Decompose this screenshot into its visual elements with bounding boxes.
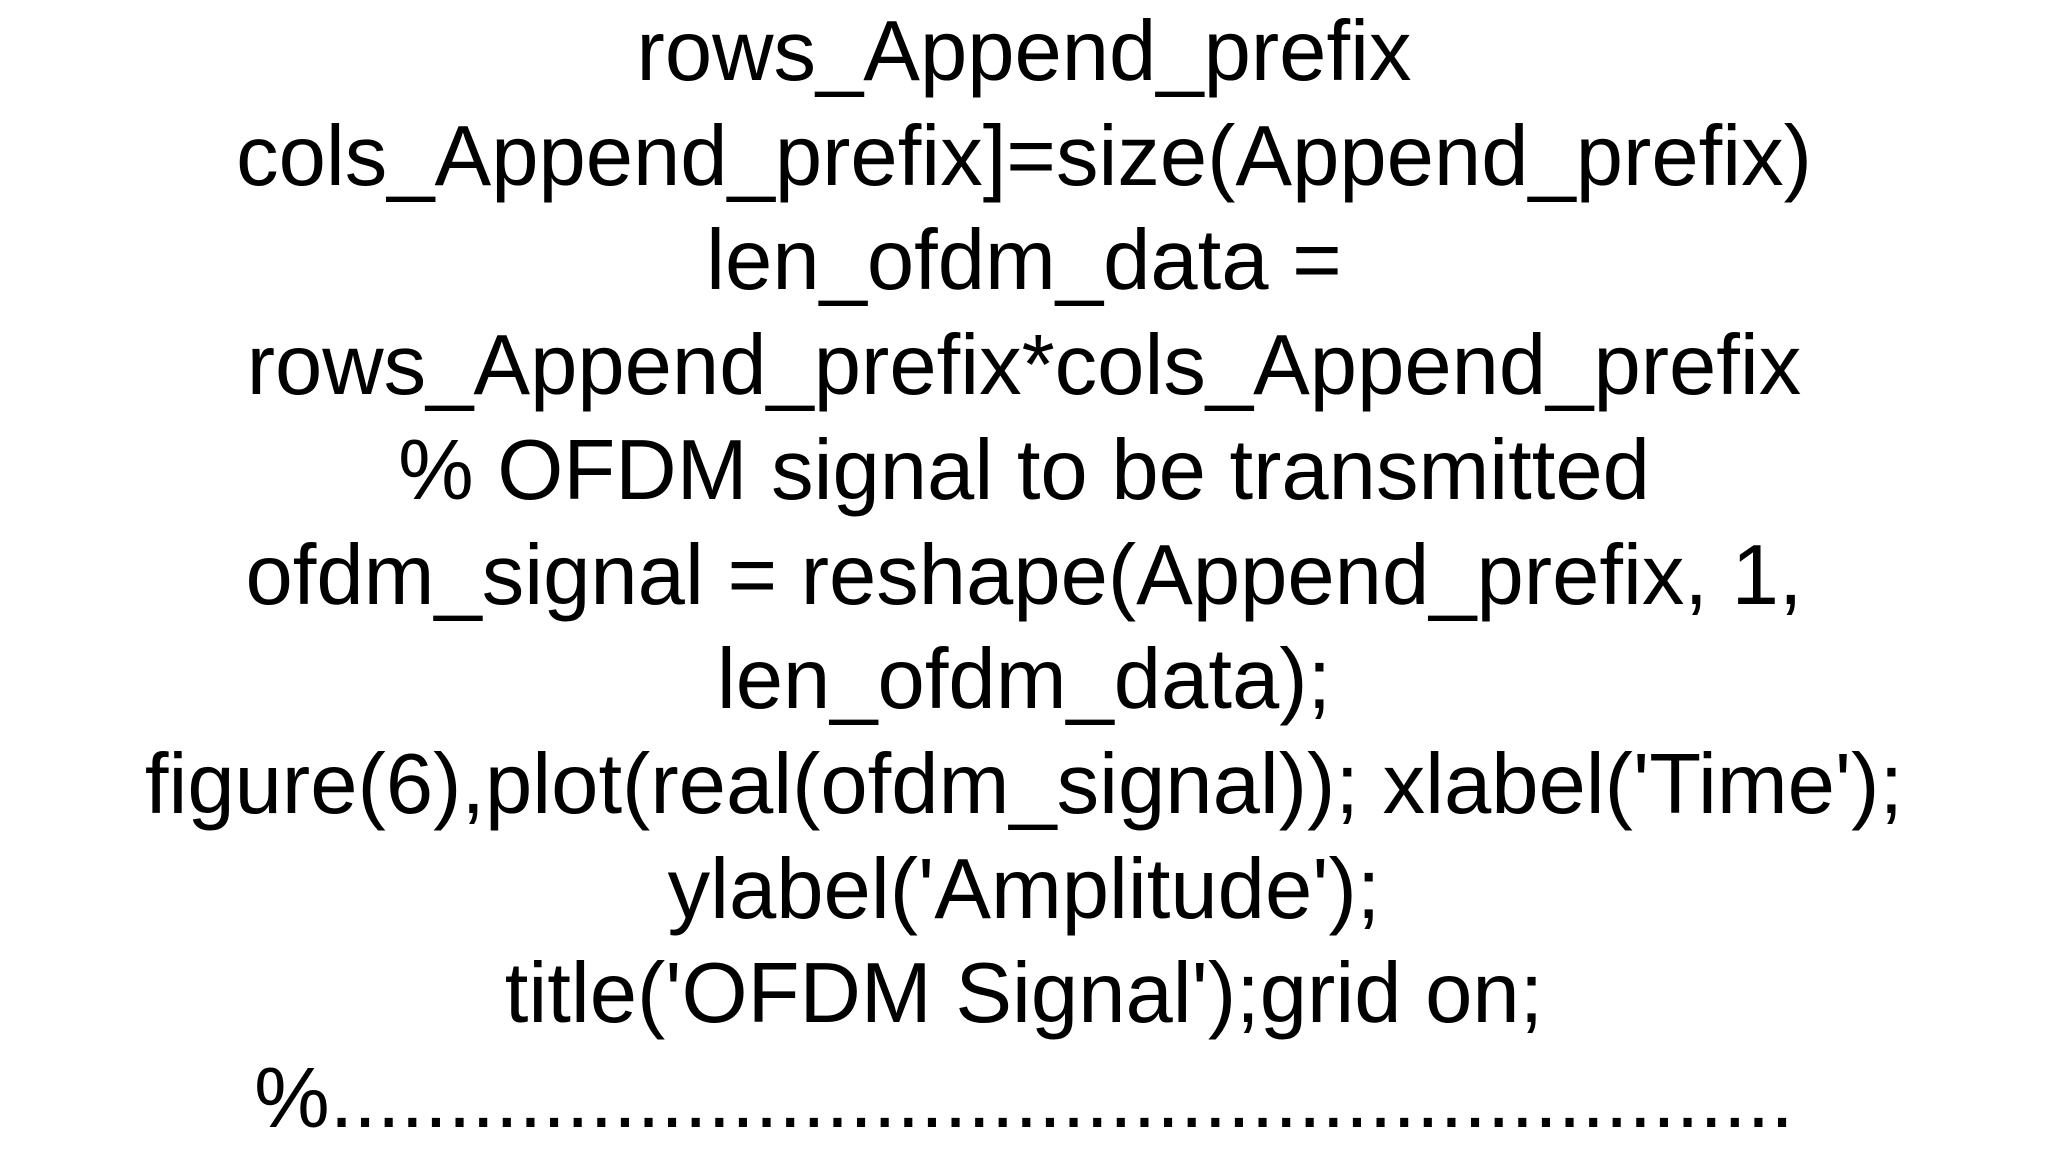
- code-page: rows_Append_prefix cols_Append_prefix]=s…: [144, 4, 1904, 1147]
- code-text-block: rows_Append_prefix cols_Append_prefix]=s…: [144, 4, 1904, 1147]
